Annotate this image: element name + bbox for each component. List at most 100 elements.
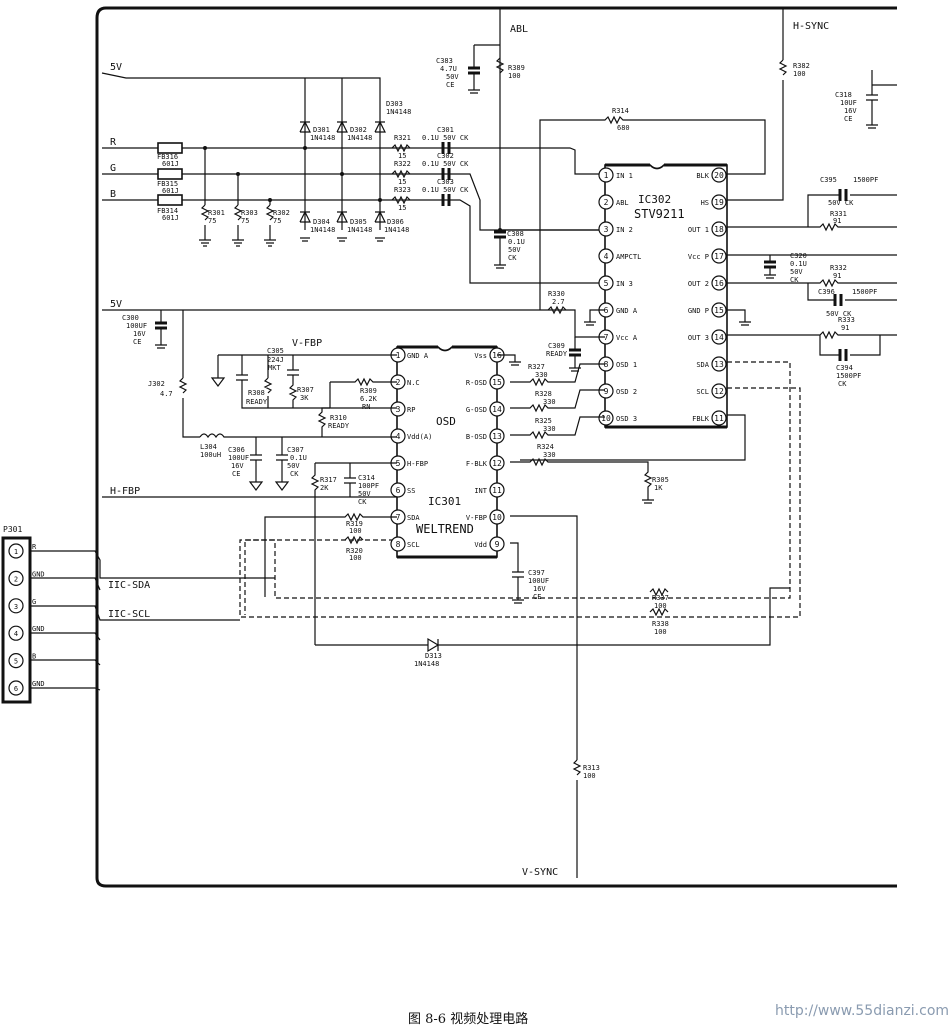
r310-val: READY — [328, 422, 350, 430]
pin-4 — [390, 428, 406, 444]
c307-v2: 50V — [287, 462, 300, 470]
5v-mid-label: 5V — [110, 299, 122, 310]
abl-label: ABL — [510, 24, 528, 35]
c300-ref: C300 — [122, 314, 139, 322]
c305-v2: MKT — [268, 364, 281, 372]
d306-val: 1N4148 — [384, 226, 409, 234]
c306-v1: 100UF — [228, 454, 249, 462]
pin-9 — [598, 383, 614, 399]
c307-v1: 0.1U — [290, 454, 307, 462]
pin-15 — [711, 302, 727, 318]
pin-15 — [489, 374, 505, 390]
pin-number: 3 — [14, 603, 18, 611]
r321-val: 15 — [398, 152, 406, 160]
pin-13 — [711, 356, 727, 372]
pin-number: 5 — [396, 459, 401, 468]
r337-val: 100 — [654, 602, 667, 610]
pin-number: 2 — [14, 575, 18, 583]
five-volt-top-rail: 5V — [101, 62, 381, 230]
pin-name: GND A — [407, 352, 429, 360]
pin-number: 9 — [495, 540, 500, 549]
p301-pin-1 — [8, 543, 24, 559]
c305-v1: 224J — [267, 356, 284, 364]
pin-number: 20 — [714, 171, 724, 180]
c396-v2: 50V CK — [826, 310, 852, 318]
r302-val: 75 — [273, 217, 281, 225]
pin-number: 1 — [396, 351, 401, 360]
ic302-outputs: C395 1500PF 50V CK R331 91 C320 0.1U 50V… — [239, 70, 897, 618]
r308-ref: R308 — [248, 389, 265, 397]
pin-number: 12 — [492, 459, 502, 468]
pin-number: 6 — [396, 486, 401, 495]
d306-ref: D306 — [387, 218, 404, 226]
pin-number: 15 — [492, 378, 502, 387]
d303-ref: D303 — [386, 100, 403, 108]
pin-8 — [390, 536, 406, 552]
c307-v3: CK — [290, 470, 299, 478]
pin-number: 2 — [604, 198, 609, 207]
p301-ref: P301 — [3, 525, 22, 534]
pin-11 — [711, 410, 727, 426]
c301-val: 0.1U 50V CK — [422, 134, 469, 142]
r327-ref: R327 — [528, 363, 545, 371]
c308-v3: CK — [508, 254, 517, 262]
pin-6 — [390, 482, 406, 498]
r331-val: 91 — [833, 217, 841, 225]
pin-number: 6 — [14, 685, 18, 693]
pin-name: R-OSD — [466, 379, 487, 387]
d304-ref: D304 — [313, 218, 330, 226]
iic-scl-label: IIC-SCL — [108, 609, 150, 620]
pin-number: 3 — [604, 225, 609, 234]
pin-name: SCL — [407, 541, 420, 549]
pin-number: 14 — [714, 333, 724, 342]
fb315-ref: FB315 — [157, 180, 178, 188]
r305-ref: R305 — [652, 476, 669, 484]
r314-val: 680 — [617, 124, 630, 132]
pin-name: Vcc P — [688, 253, 709, 261]
watermark-link[interactable]: http://www.55dianzi.com — [775, 1003, 950, 1019]
pin-name: Vdd — [474, 541, 487, 549]
r338-val: 100 — [654, 628, 667, 636]
pin-name: GND P — [688, 307, 709, 315]
c318-v2: 16V — [844, 107, 857, 115]
figure-caption: 图 8-6 视频处理电路 — [408, 1012, 529, 1027]
pin-name: OUT 1 — [688, 226, 709, 234]
c396-ref: C396 — [818, 288, 835, 296]
pin-signal: R — [32, 543, 37, 551]
c306-ref: C306 — [228, 446, 245, 454]
c314-v3: CK — [358, 498, 367, 506]
d302-ref: D302 — [350, 126, 367, 134]
hsync-net: H-SYNC — [727, 8, 829, 201]
d303-val: 1N4148 — [386, 108, 411, 116]
c383-v1: 4.7U — [440, 65, 457, 73]
pin-9 — [489, 536, 505, 552]
r307-val: 3K — [300, 394, 309, 402]
pin-number: 13 — [492, 432, 502, 441]
pin-number: 9 — [604, 387, 609, 396]
pin-name: Vss — [474, 352, 487, 360]
pin-signal: GND — [32, 570, 45, 578]
pin-number: 17 — [714, 252, 724, 261]
pin-name: SS — [407, 487, 415, 495]
pin-name: OSD 1 — [616, 361, 637, 369]
r301-ref: R301 — [208, 209, 225, 217]
r332-val: 91 — [833, 272, 841, 280]
r302-ref: R302 — [273, 209, 290, 217]
r307-ref: R307 — [297, 386, 314, 394]
p301-pin-3 — [8, 598, 24, 614]
pin-number: 8 — [604, 360, 609, 369]
r309-ref: R309 — [360, 387, 377, 395]
five-volt-mid-rail: 5V R330 2.7 C309 READY C300 100UF 16V CE… — [102, 290, 605, 438]
c395-ref: C395 — [820, 176, 837, 184]
p301-pin-6 — [8, 680, 24, 696]
pin-4 — [598, 248, 614, 264]
pin-name: IN 2 — [616, 226, 633, 234]
pin-signal: GND — [32, 625, 45, 633]
fb316-val: 601J — [162, 160, 179, 168]
board-outline — [95, 6, 897, 888]
pin-number: 15 — [714, 306, 724, 315]
ic301-part: WELTREND — [416, 522, 474, 536]
